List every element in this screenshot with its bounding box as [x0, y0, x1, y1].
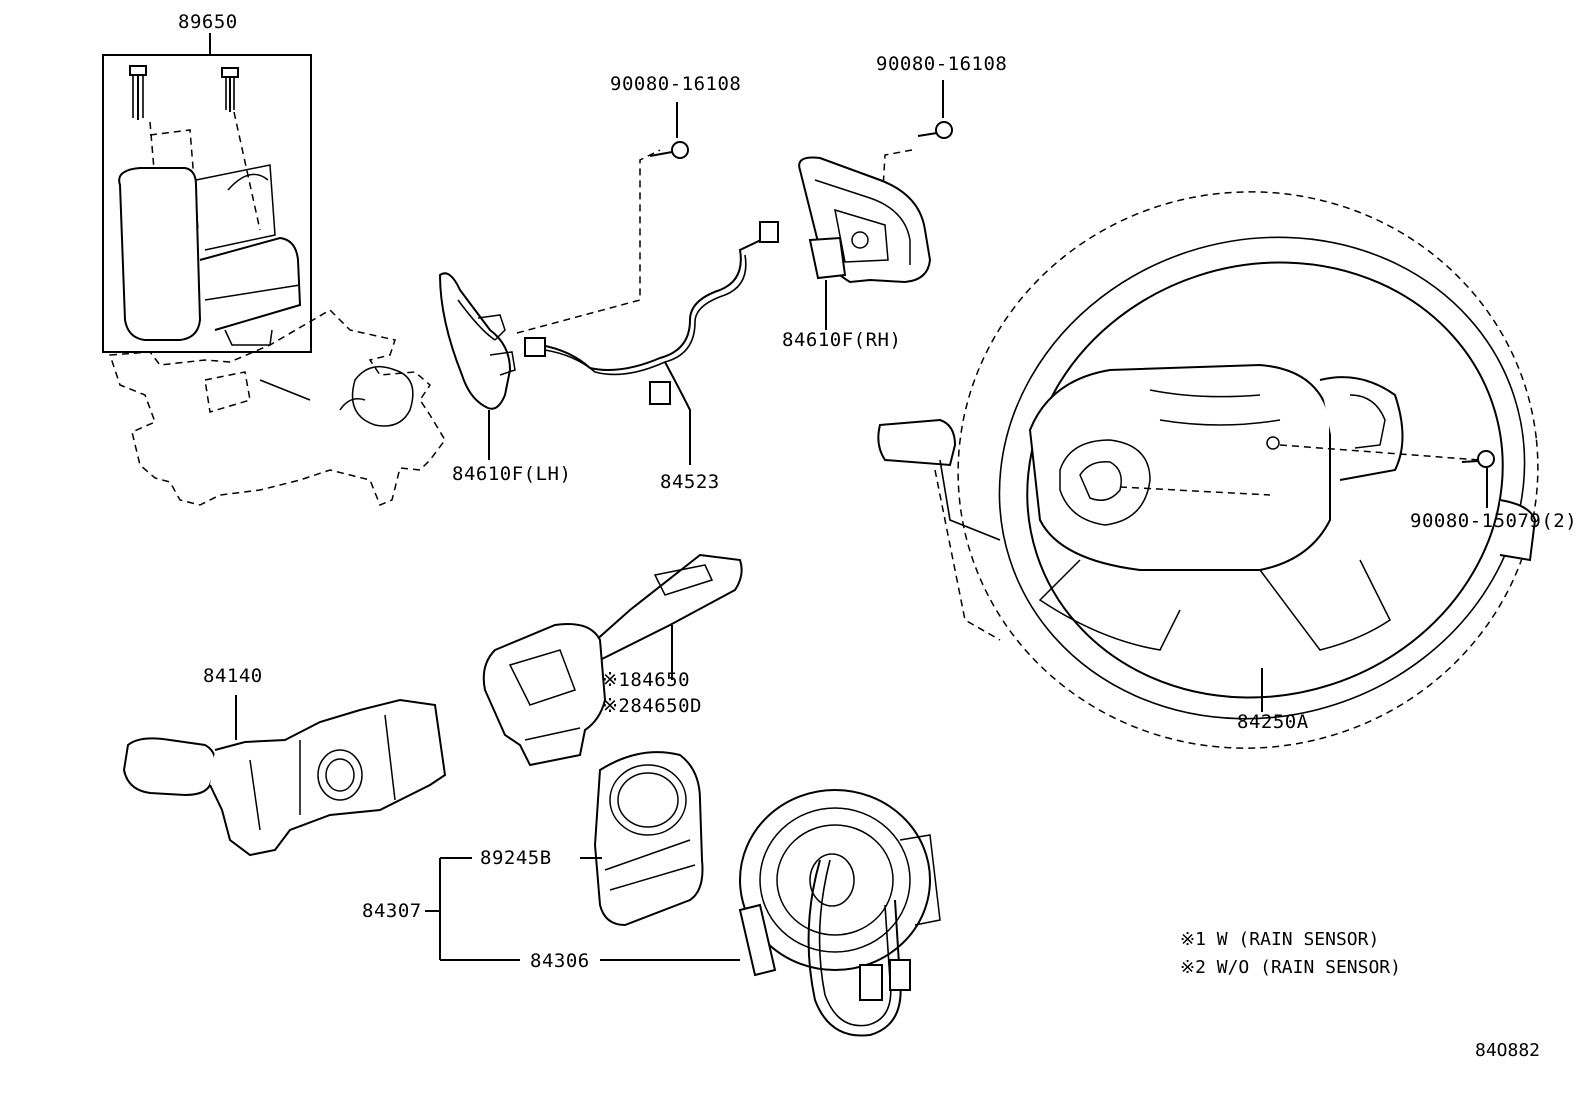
- label-84610F-RH: 84610F(RH): [782, 329, 901, 351]
- part-84650-wiper-switch[interactable]: [482, 553, 743, 767]
- label-84306: 84306: [530, 950, 590, 972]
- part-89650-group[interactable]: [102, 33, 312, 353]
- label-89650: 89650: [178, 11, 238, 33]
- part-84610F-LH[interactable]: [438, 272, 516, 460]
- bolt-icon: [129, 65, 147, 120]
- label-89245B: 89245B: [480, 847, 552, 869]
- label-84250A: 84250A: [1237, 711, 1309, 733]
- label-84140: 84140: [203, 665, 263, 687]
- screw-90080-16108-a[interactable]: [649, 102, 689, 159]
- label-84650D: ※284650D: [602, 695, 702, 717]
- label-90080-15079: 90080-15079(2): [1410, 510, 1577, 532]
- legend-note-1: ※1 W (RAIN SENSOR): [1180, 929, 1379, 950]
- steering-wheel-dashed-outline: [957, 191, 1539, 749]
- part-84610F-RH[interactable]: [798, 156, 932, 331]
- part-84306-spiral-cable[interactable]: [738, 789, 941, 1037]
- part-84523-harness[interactable]: [516, 149, 779, 465]
- screw-icon: [1477, 450, 1495, 468]
- part-84140-turn-signal-switch[interactable]: [122, 695, 447, 857]
- label-84610F-LH: 84610F(LH): [452, 463, 571, 485]
- leader-84307: [425, 857, 740, 961]
- part-89245B-angle-sensor[interactable]: [580, 751, 704, 927]
- diagram-id: 84O882: [1475, 1040, 1540, 1061]
- bolt-icon: [221, 67, 239, 112]
- screw-90080-15079[interactable]: [1461, 450, 1495, 508]
- screw-icon: [671, 141, 689, 159]
- legend-note-2: ※2 W/O (RAIN SENSOR): [1180, 957, 1401, 978]
- screw-icon: [935, 121, 953, 139]
- part-84250A-steering-wheel[interactable]: [877, 163, 1587, 786]
- label-84650: ※184650: [602, 669, 690, 691]
- label-90080-16108-a: 90080-16108: [610, 73, 741, 95]
- part-89650-box: [102, 54, 312, 353]
- label-84523: 84523: [660, 471, 720, 493]
- label-84307: 84307: [362, 900, 422, 922]
- label-90080-16108-b: 90080-16108: [876, 53, 1007, 75]
- steering-column-outline: [108, 309, 446, 506]
